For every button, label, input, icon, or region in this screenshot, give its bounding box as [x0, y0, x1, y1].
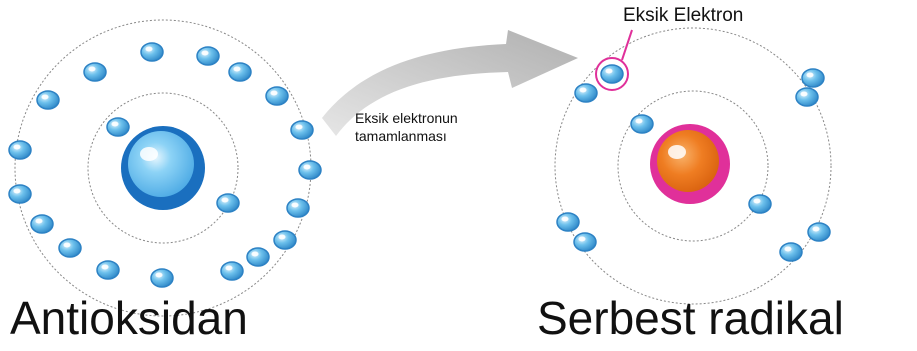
missing-electron-label: Eksik Elektron: [623, 5, 744, 26]
electron: [140, 42, 164, 62]
electron: [106, 117, 130, 137]
electron: [216, 193, 240, 213]
electron: [228, 62, 252, 82]
electron: [574, 83, 598, 103]
electron: [58, 238, 82, 258]
antioxidant-atom: [8, 19, 322, 317]
electron: [290, 120, 314, 140]
missing-electron-highlight: [595, 57, 629, 91]
electron: [30, 214, 54, 234]
radical-outer-orbit: [554, 27, 832, 305]
electron: [246, 247, 270, 267]
electron: [807, 222, 831, 242]
electron: [779, 242, 803, 262]
electron: [36, 90, 60, 110]
free-radical-label: Serbest radikal: [537, 292, 844, 344]
electron: [573, 232, 597, 252]
antioxidant-inner-orbit: [87, 92, 239, 244]
radical-electrons: [556, 64, 831, 262]
electron: [220, 261, 244, 281]
radical-inner-orbit: [617, 90, 769, 242]
transfer-arrow: [322, 30, 578, 136]
electron: [286, 198, 310, 218]
electron: [196, 46, 220, 66]
electron: [150, 268, 174, 288]
electron: [8, 184, 32, 204]
electron: [556, 212, 580, 232]
free-radical-atom: [554, 27, 832, 305]
arrow-label-line2: tamamlanması: [355, 128, 447, 144]
electron: [630, 114, 654, 134]
missing-electron-pointer: [621, 29, 633, 61]
electron: [8, 140, 32, 160]
arrow-label-line1: Eksik elektronun: [355, 110, 458, 126]
electron: [265, 86, 289, 106]
electron: [600, 64, 624, 84]
electron: [83, 62, 107, 82]
electron: [795, 87, 819, 107]
antioxidant-nucleus: [121, 126, 205, 210]
electron: [748, 194, 772, 214]
electron: [298, 160, 322, 180]
antioxidant-electrons: [8, 42, 322, 288]
electron: [273, 230, 297, 250]
electron: [96, 260, 120, 280]
radical-nucleus: [650, 124, 730, 204]
electron: [801, 68, 825, 88]
antioxidant-label: Antioksidan: [10, 292, 248, 344]
